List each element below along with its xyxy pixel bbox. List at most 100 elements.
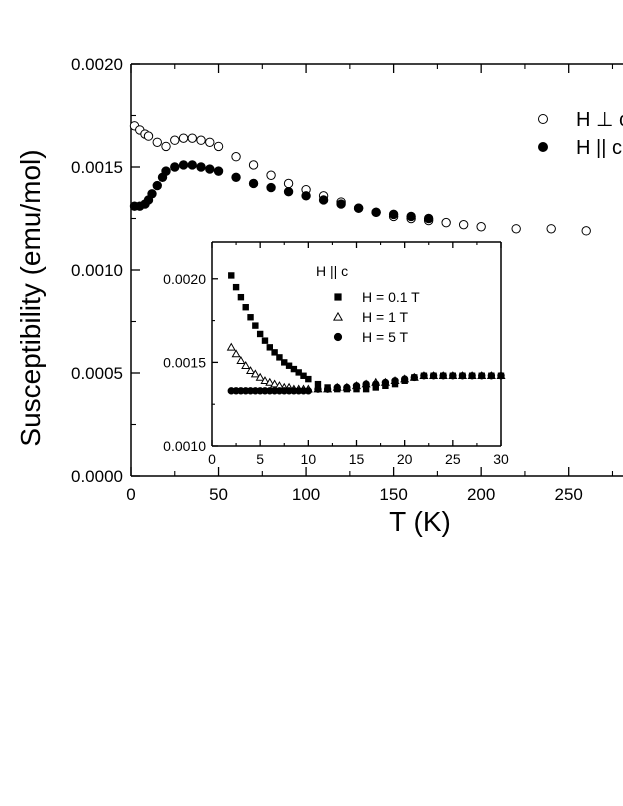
inset-x-tick-label: 5 — [256, 451, 264, 467]
inset-legend-marker — [334, 293, 342, 301]
inset-data-point — [305, 375, 312, 383]
main-data-point — [213, 141, 224, 152]
inset-data-point — [241, 361, 251, 369]
main-y-tick-label: 0.0005 — [71, 364, 123, 383]
inset-data-point — [242, 304, 249, 311]
inset-data-point — [304, 387, 313, 395]
main-data-point — [283, 178, 294, 189]
inset-data-point — [487, 372, 496, 380]
inset-data-point — [266, 344, 273, 351]
main-data-point — [143, 131, 154, 141]
inset-data-point — [372, 380, 380, 388]
main-data-point — [205, 137, 215, 147]
main-y-tick-label: 0.0015 — [71, 158, 123, 177]
main-data-point — [248, 178, 259, 189]
inset-legend-label: H = 0.1 T — [362, 289, 420, 305]
main-data-point — [266, 170, 276, 180]
inset-data-point — [314, 385, 322, 393]
inset-legend-title: H || c — [316, 263, 348, 279]
main-y-tick-label: 0.0010 — [71, 261, 123, 280]
inset-x-tick-label: 25 — [445, 451, 461, 467]
inset-x-tick-label: 0 — [208, 451, 216, 467]
inset-data-point — [252, 322, 259, 329]
inset-data-point — [323, 385, 332, 393]
inset-data-point — [232, 283, 240, 291]
main-data-point — [187, 160, 197, 170]
inset-data-point — [458, 372, 467, 380]
main-data-point — [178, 133, 189, 143]
inset-legend-label: H = 1 T — [362, 309, 408, 325]
inset-data-point — [250, 369, 260, 378]
inset-data-point — [247, 314, 254, 321]
main-data-point — [423, 213, 434, 224]
inset-data-point — [228, 272, 235, 279]
inset-data-point — [333, 383, 341, 392]
main-data-point — [161, 141, 171, 152]
main-data-point — [187, 133, 197, 143]
inset-data-point — [352, 382, 361, 390]
main-x-tick-label: 0 — [126, 485, 135, 504]
inset-data-point — [260, 376, 270, 385]
inset-legend-marker — [333, 332, 343, 342]
inset-legend-label: H = 5 T — [362, 329, 408, 345]
main-data-point — [283, 187, 294, 197]
main-data-point — [231, 152, 241, 162]
main-data-point — [458, 219, 469, 230]
inset-x-tick-label: 10 — [301, 451, 317, 467]
inset-data-point — [237, 293, 245, 301]
inset-data-point — [362, 385, 370, 393]
inset-data-point — [271, 349, 278, 356]
main-data-point — [318, 195, 329, 205]
inset-y-tick-label: 0.0010 — [163, 438, 206, 454]
main-y-tick-label: 0.0020 — [71, 55, 123, 74]
inset-data-point — [381, 378, 390, 387]
main-data-point — [152, 137, 162, 147]
inset-data-point — [449, 372, 457, 380]
main-data-point — [301, 191, 311, 201]
main-data-point — [231, 172, 241, 183]
inset-data-point — [420, 372, 428, 380]
main-data-point — [406, 211, 416, 222]
inset-data-point — [362, 380, 370, 388]
inset-data-point — [290, 365, 298, 373]
main-data-point — [353, 203, 364, 213]
x-axis-title: T (K) — [389, 506, 451, 537]
main-data-point — [170, 135, 180, 145]
main-data-point — [205, 164, 215, 174]
inset-data-point — [391, 377, 399, 385]
inset-data-point — [497, 372, 505, 380]
inset-data-point — [226, 342, 236, 351]
inset-data-point — [256, 330, 264, 338]
main-data-point — [248, 160, 259, 170]
inset-data-point — [314, 380, 322, 388]
main-y-tick-label: 0.0000 — [71, 467, 123, 486]
main-data-point — [213, 166, 224, 176]
inset-data-point — [236, 356, 246, 364]
inset-data-point — [295, 369, 302, 376]
main-data-point — [371, 207, 381, 218]
main-x-tick-label: 250 — [555, 485, 583, 504]
legend-label: H || c — [576, 137, 622, 159]
inset-data-point — [265, 377, 275, 386]
y-axis-title: Susceptibility (emu/mol) — [15, 149, 46, 446]
main-data-point — [441, 217, 451, 228]
main-data-point — [178, 160, 189, 170]
legend-marker — [538, 114, 548, 124]
main-series-1 — [129, 160, 434, 224]
inset-y-tick-label: 0.0015 — [163, 354, 206, 370]
main-x-tick-label: 200 — [467, 485, 495, 504]
inset-x-tick-label: 30 — [493, 451, 509, 467]
main-plot: 050100150200250300.00000.00050.00100.001… — [71, 55, 623, 504]
main-data-point — [152, 180, 162, 191]
main-x-tick-label: 150 — [379, 485, 407, 504]
main-x-tick-label: 100 — [292, 485, 320, 504]
inset-data-point — [439, 372, 447, 380]
main-data-point — [161, 166, 171, 176]
inset-legend-marker — [332, 311, 344, 321]
main-series-0 — [129, 121, 591, 236]
main-legend: H ⊥ cH || c — [538, 109, 623, 159]
main-data-point — [147, 189, 157, 199]
inset-background — [212, 242, 501, 446]
